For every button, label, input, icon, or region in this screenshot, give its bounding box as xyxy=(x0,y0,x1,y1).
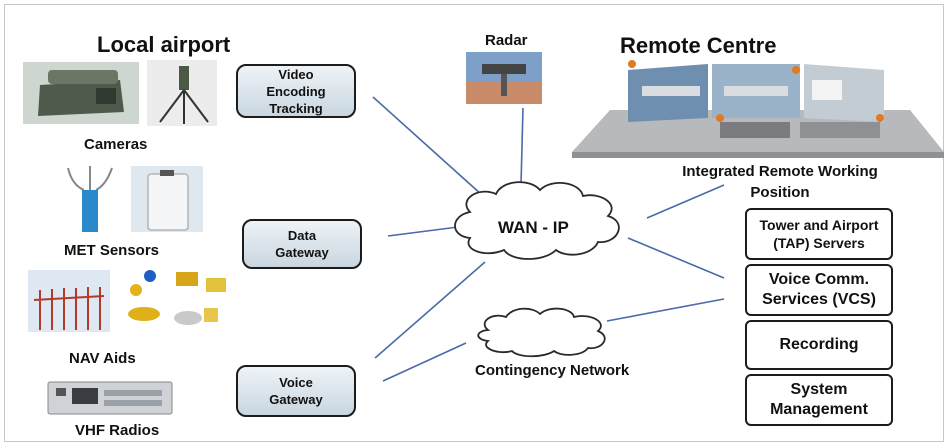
met-sensor-image-2 xyxy=(131,166,203,232)
tap-line-2: (TAP) Servers xyxy=(773,235,865,251)
link-data-wan xyxy=(387,226,459,237)
vhf-radios-label: VHF Radios xyxy=(75,422,160,439)
camera-image-2 xyxy=(147,60,217,126)
link-voice-contingency xyxy=(382,342,467,382)
link-wan-vcs xyxy=(627,237,725,279)
link-voice-wan xyxy=(374,261,486,359)
remote-centre-heading: Remote Centre xyxy=(620,33,777,58)
video-line-3: Tracking xyxy=(269,100,323,116)
voice-gateway-line-1: Voice xyxy=(279,375,313,390)
link-contingency-vcs xyxy=(606,298,725,322)
link-wan-irwp xyxy=(646,184,725,219)
met-sensor-image-1 xyxy=(59,166,121,232)
data-gateway-line-2: Gateway xyxy=(275,245,329,260)
recording-label: Recording xyxy=(779,336,859,353)
nav-aids-label: NAV Aids xyxy=(69,350,136,367)
radar-image xyxy=(466,52,542,104)
voice-gateway-box: Voice Gateway xyxy=(236,365,356,417)
diagram-frame xyxy=(4,4,944,442)
irwp-line-2: Position xyxy=(750,184,810,201)
video-encoding-tracking-box: Video Encoding Tracking xyxy=(236,64,356,118)
data-gateway-box: Data Gateway xyxy=(242,219,362,269)
voice-gateway-line-2: Gateway xyxy=(269,392,323,407)
integrated-remote-working-position-label: Integrated Remote Working Position xyxy=(656,161,904,203)
cameras-label: Cameras xyxy=(84,136,148,153)
recording-box: Recording xyxy=(745,320,893,370)
video-line-1: Video xyxy=(278,66,314,82)
link-video-wan xyxy=(372,96,483,196)
met-sensors-label: MET Sensors xyxy=(64,242,160,259)
vcs-line-1: Voice Comm. xyxy=(768,271,870,288)
system-management-box: System Management xyxy=(745,374,893,426)
local-airport-heading: Local airport xyxy=(97,32,231,57)
contingency-cloud xyxy=(477,307,606,358)
sysmgmt-line-1: System xyxy=(790,381,848,398)
wan-cloud xyxy=(454,181,620,260)
radar-label: Radar xyxy=(485,32,528,49)
irwp-line-1: Integrated Remote Working xyxy=(682,163,878,180)
vcs-box: Voice Comm. Services (VCS) xyxy=(745,264,893,316)
link-radar-wan xyxy=(520,107,524,186)
data-gateway-line-1: Data xyxy=(287,228,317,243)
contingency-network-label: Contingency Network xyxy=(475,362,630,379)
tap-servers-box: Tower and Airport (TAP) Servers xyxy=(745,208,893,260)
sysmgmt-line-2: Management xyxy=(770,401,868,418)
vcs-line-2: Services (VCS) xyxy=(762,291,876,308)
remote-working-position-image xyxy=(572,60,944,158)
camera-image-1 xyxy=(23,62,139,124)
tap-line-1: Tower and Airport xyxy=(759,217,879,233)
wan-ip-label: WAN - IP xyxy=(498,218,569,237)
vhf-radio-image xyxy=(47,381,173,415)
nav-aid-image-2 xyxy=(120,266,232,336)
video-line-2: Encoding xyxy=(266,83,326,99)
nav-aid-image-1 xyxy=(28,270,110,332)
